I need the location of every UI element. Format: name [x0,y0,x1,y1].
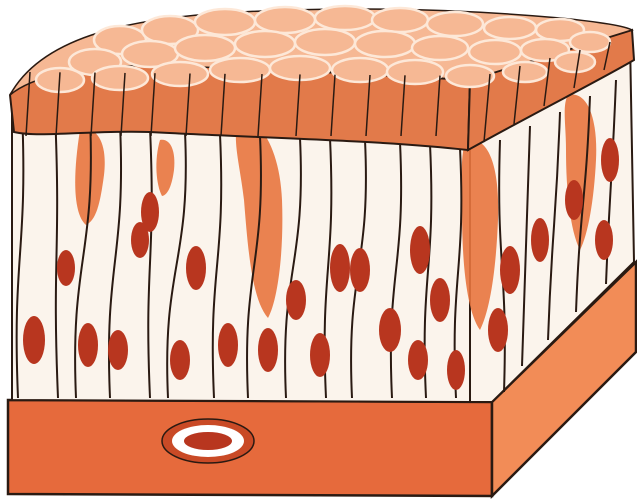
nucleus [57,250,75,286]
apical-cell-tile [152,62,208,86]
apical-cell-tile [555,52,595,72]
apical-cell-tile [295,29,355,55]
apical-cell-tile [372,8,428,32]
nucleus [186,246,206,290]
apical-cell-tile [387,60,443,84]
nucleus [286,280,306,320]
apical-cell-tile [412,36,468,60]
nucleus [408,340,428,380]
nucleus [565,180,583,220]
nucleus [218,323,238,367]
nucleus [488,308,508,352]
nucleus [78,323,98,367]
nucleus [23,316,45,364]
nucleus [430,278,450,322]
apical-cell-tile [469,40,521,64]
apical-cell-tile [195,9,255,35]
nucleus [531,218,549,262]
apical-cell-tile [570,32,610,52]
nucleus [500,246,520,294]
apical-cell-tile [255,7,315,33]
nucleus [108,330,128,370]
apical-cell-tile [315,6,375,30]
apical-cell-tile [355,31,415,57]
capillary-nucleus [184,432,232,450]
apical-cell-tile [484,17,536,39]
nucleus [379,308,401,352]
nucleus [310,333,330,377]
apical-cell-tile [175,35,235,61]
apical-cell-tile [332,58,388,82]
nucleus [258,328,278,372]
nucleus [447,350,465,390]
nucleus [170,340,190,380]
nucleus [410,226,430,274]
nucleus [350,248,370,292]
apical-cell-tile [92,66,148,90]
nucleus [595,220,613,260]
nucleus [601,138,619,182]
apical-cell-tile [427,12,483,36]
apical-cell-tile [235,31,295,57]
apical-cell-tile [446,65,494,87]
apical-cell-tile [503,62,547,82]
nucleus [141,192,159,232]
nucleus [330,244,350,292]
